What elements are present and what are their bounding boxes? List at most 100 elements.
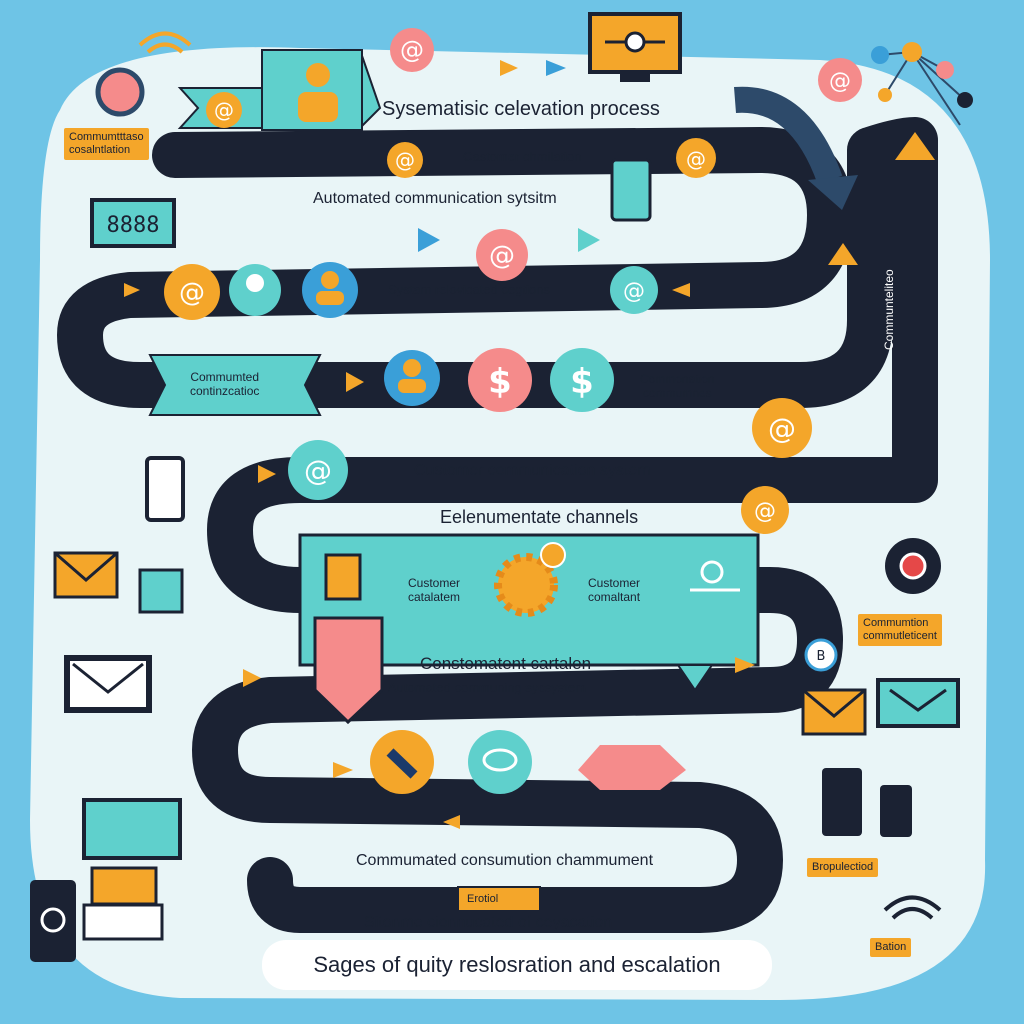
svg-text:@: @ — [623, 279, 645, 304]
mail-flap-2 — [72, 662, 144, 694]
arrow-up-2 — [828, 243, 858, 265]
svg-text:@: @ — [400, 36, 424, 64]
at-icon-1: @ — [390, 28, 434, 72]
left-banner — [148, 354, 322, 416]
at-icon-6: @ — [164, 264, 220, 320]
label-system-relovicated: Systam relovicated cegtions — [388, 282, 550, 297]
svg-text:$: $ — [570, 362, 594, 402]
power-icon — [30, 880, 76, 962]
svg-text:@: @ — [754, 499, 776, 524]
person-icon-2 — [229, 264, 281, 316]
network-node — [700, 560, 724, 584]
at-icon-5: @ — [476, 229, 528, 281]
label-commumated-consumution: Commumated consumution chammument — [356, 852, 654, 869]
gear-icon — [494, 553, 558, 617]
at-icon-12 — [95, 67, 145, 117]
at-icon-7: @ — [610, 266, 658, 314]
wifi-icon — [138, 31, 192, 54]
tag-right-bottom: Bropulectiod — [807, 858, 879, 877]
monitor-icon-4 — [876, 678, 960, 728]
label-customer-chmilation: Castomer chmilation — [463, 149, 582, 164]
label-automated-comm-system: Automated communication sytsitm — [313, 190, 557, 207]
tag-right-mid: Commumtion commutleticent — [858, 614, 942, 646]
at-icon-11: @ — [818, 58, 862, 102]
monitor-icon-3 — [82, 798, 182, 860]
phone-icon-3 — [822, 768, 862, 836]
monitor-stand — [620, 72, 650, 82]
box-icon — [90, 866, 158, 906]
label-customer-comm-system: Customer communication system — [414, 462, 651, 479]
label-automated-communing: Automated communing sycsystem — [388, 680, 586, 695]
network-node-3 — [936, 61, 954, 79]
svg-text:@: @ — [214, 98, 234, 122]
label-constomatent-cartalen: Constomatent cartalen — [420, 654, 592, 673]
curve-arrow — [734, 86, 843, 185]
page-title: Sysematisic celevation process — [382, 98, 660, 120]
label-customer-comaltant: Customer comaltant — [588, 576, 641, 604]
svg-text:@: @ — [768, 412, 796, 445]
dollar-icon-2: $ — [550, 348, 614, 412]
label-eelenumentate-channels: Eelenumentate channels — [440, 507, 639, 527]
power-symbol — [40, 907, 66, 933]
svg-text:@: @ — [686, 147, 706, 171]
chat-icon — [468, 730, 532, 794]
gear-icon-badge — [540, 542, 566, 568]
phone-icon-1 — [610, 158, 652, 222]
svg-text:@: @ — [179, 278, 205, 308]
network-node-2 — [902, 42, 922, 62]
person-icon — [306, 63, 330, 87]
label-commumted-communications: Commumted continzcatioc — [190, 370, 260, 398]
dollar-icon-1: $ — [468, 348, 532, 412]
phone-icon-2 — [145, 456, 185, 522]
keypad-icon — [90, 198, 176, 248]
footer-banner: Sages of quity reslosration and escalati… — [262, 940, 772, 990]
tag-bottom-right: Bation — [870, 938, 912, 957]
tag-bottom-center: Erotiol — [467, 893, 499, 905]
svg-text:@: @ — [395, 148, 415, 172]
pink-badge — [578, 745, 686, 790]
screen-icon — [138, 568, 184, 614]
network-node-4 — [878, 88, 892, 102]
label-commonation-communes: Commonation commumnes — [640, 372, 715, 400]
pink-shield — [313, 616, 384, 725]
gear-icon-2-core — [899, 552, 927, 580]
label-sitonme-connucated: Sitonme cionnucated of ceyacation — [364, 914, 613, 931]
person-icon-3 — [302, 262, 358, 318]
at-icon-9: @ — [288, 440, 348, 500]
mail-flap-4 — [889, 688, 947, 712]
badge-icon: B — [804, 638, 838, 672]
at-icon-4: @ — [676, 138, 716, 178]
phone-icon-4 — [880, 785, 912, 837]
monitor-icon-2 — [64, 655, 152, 713]
person-body — [298, 92, 338, 122]
network-node-5 — [957, 92, 973, 108]
arrow-icons — [124, 60, 755, 778]
svg-text:@: @ — [829, 69, 851, 94]
channel-box-tab — [676, 664, 714, 692]
keyboard-icon — [82, 903, 164, 941]
person-icon-4 — [384, 350, 440, 406]
wifi-icon-2 — [883, 895, 942, 920]
svg-text:$: $ — [488, 362, 512, 402]
connector-arrow — [443, 815, 460, 829]
badge-letter: B — [817, 649, 826, 664]
network-node-1 — [871, 46, 889, 64]
monitor-dot — [624, 31, 646, 53]
label-customer-catalatem: Customer catalatem — [408, 576, 461, 604]
at-icon-10: @ — [741, 486, 789, 534]
svg-text:@: @ — [304, 454, 332, 487]
mail-flap-3 — [802, 688, 866, 718]
mail-flap-1 — [54, 551, 118, 582]
calculator-icon — [324, 553, 362, 601]
tool-icon — [370, 730, 434, 794]
tag-top-left: Commumtttaso cosalntlation — [64, 128, 149, 160]
end-stamp — [457, 886, 541, 912]
road-path — [57, 117, 938, 933]
arrow-up-1 — [895, 132, 935, 160]
at-icon-2: @ — [206, 92, 242, 128]
svg-text:@: @ — [489, 241, 515, 271]
label-vertical: Communteliteo — [882, 269, 896, 350]
curve-arrow-head — [808, 175, 858, 210]
